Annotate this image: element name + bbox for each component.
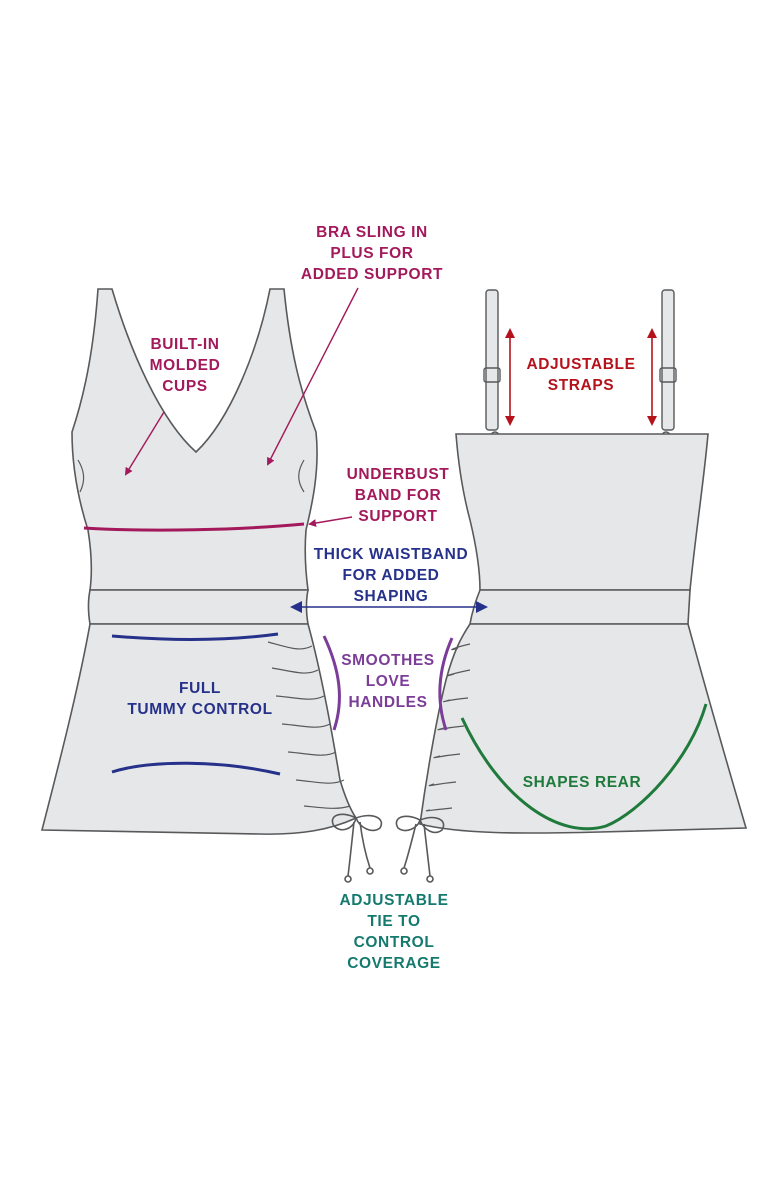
underbust-label: UNDERBUST BAND FOR SUPPORT (346, 466, 450, 525)
shapes-rear-label: SHAPES REAR (522, 774, 642, 791)
molded-cups-arrow (124, 411, 165, 476)
bra-sling-label: BRA SLING IN PLUS FOR ADDED SUPPORT (300, 224, 444, 283)
adjustable-tie-label: ADJUSTABLE TIE TO CONTROL COVERAGE (339, 892, 449, 972)
love-handles-label: SMOOTHES LOVE HANDLES (341, 652, 435, 711)
front-bodice (71, 288, 318, 591)
love-handles-left-curve (322, 635, 341, 731)
back-tie (395, 815, 445, 883)
front-tie (331, 813, 383, 883)
front-skirt (40, 623, 358, 835)
molded-cups-label: BUILT-IN MOLDED CUPS (149, 336, 221, 395)
front-waistband (87, 589, 309, 625)
bra-sling-arrow (267, 287, 359, 466)
tummy-control-label: FULL TUMMY CONTROL (127, 680, 273, 718)
underbust-arrow (308, 516, 353, 527)
underbust-band-line (83, 522, 305, 532)
back-shirring (425, 643, 471, 812)
love-handles-right-curve (438, 637, 454, 731)
tummy-line-bottom (111, 761, 281, 776)
adjustable-straps-label: ADJUSTABLE STRAPS (526, 356, 636, 394)
shapes-rear-curve (460, 703, 708, 831)
tummy-line-top (111, 632, 279, 641)
back-bodice (455, 433, 709, 591)
waistband-label: THICK WAISTBAND FOR ADDED SHAPING (313, 546, 469, 605)
back-straps (483, 289, 677, 441)
front-shirring (77, 459, 351, 809)
front-garment (40, 288, 383, 883)
back-waistband (469, 589, 691, 625)
